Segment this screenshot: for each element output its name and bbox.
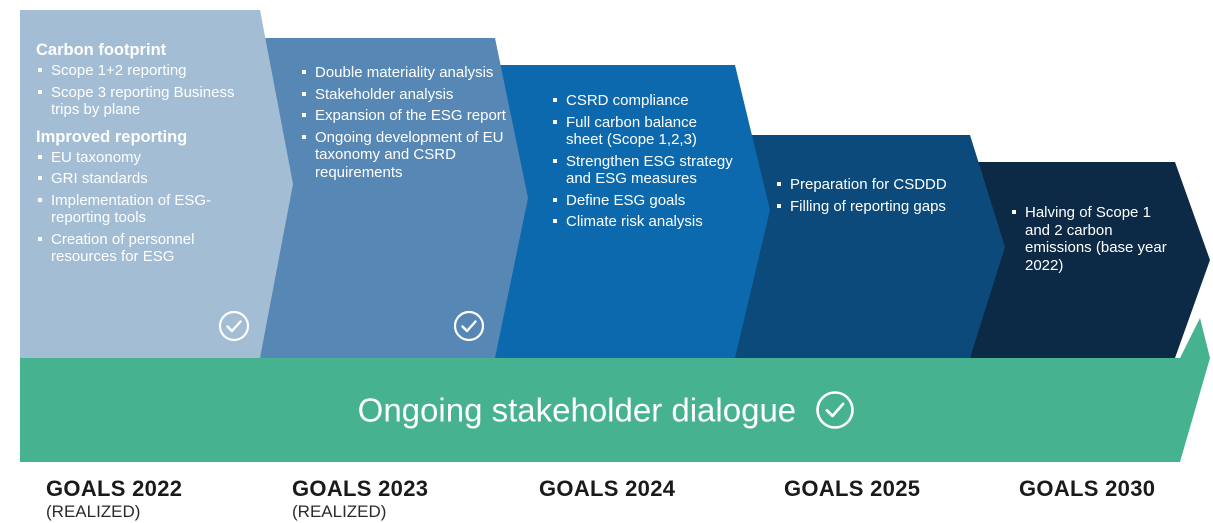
bullet-list: Double materiality analysis Stakeholder …	[300, 64, 515, 181]
bullet-list: EU taxonomy GRI standards Implementation…	[36, 149, 251, 266]
stage-2030-shape	[960, 162, 1210, 358]
goal-title: GOALS 2022	[46, 476, 183, 501]
goal-label-2025: GOALS 2025	[784, 477, 920, 501]
stage-2024-shape	[490, 65, 770, 358]
bullet-list: Halving of Scope 1 and 2 carbon emission…	[1010, 204, 1180, 274]
list-item: Strengthen ESG strategy and ESG measures	[551, 153, 736, 188]
goal-label-2030: GOALS 2030	[1019, 477, 1155, 501]
goal-label-2022: GOALS 2022 (REALIZED)	[46, 477, 182, 523]
list-item: EU taxonomy	[36, 149, 251, 167]
dialogue-label: Ongoing stakeholder dialogue	[357, 391, 797, 429]
section-heading-carbon-footprint: Carbon footprint	[36, 41, 167, 59]
dialogue-band	[20, 318, 1210, 462]
list-item: Ongoing development of EU taxonomy and C…	[300, 129, 515, 182]
stage-2022-panel: Carbon footprint Scope 1+2 reporting Sco…	[36, 40, 251, 270]
goal-title: GOALS 2023	[292, 476, 429, 501]
goal-title: GOALS 2024	[539, 476, 676, 501]
goal-label-2023: GOALS 2023 (REALIZED)	[292, 477, 428, 523]
list-item: Define ESG goals	[551, 192, 736, 210]
stage-2023-panel: Double materiality analysis Stakeholder …	[300, 64, 515, 185]
list-item: Filling of reporting gaps	[775, 198, 965, 216]
stage-2025-shape	[725, 135, 1005, 358]
list-item: Creation of personnel resources for ESG	[36, 231, 251, 266]
goal-title: GOALS 2030	[1019, 476, 1156, 501]
stage-2030-panel: Halving of Scope 1 and 2 carbon emission…	[1010, 204, 1180, 278]
stage-2022-shape	[20, 10, 293, 358]
stage-2024-panel: CSRD compliance Full carbon balance shee…	[551, 92, 736, 235]
list-item: Double materiality analysis	[300, 64, 515, 82]
list-item: Preparation for CSDDD	[775, 176, 965, 194]
list-item: Expansion of the ESG report	[300, 107, 515, 125]
check-circle-icon	[218, 310, 250, 342]
list-item: Halving of Scope 1 and 2 carbon emission…	[1010, 204, 1180, 274]
list-item: CSRD compliance	[551, 92, 736, 110]
dialogue-banner: Ongoing stakeholder dialogue	[0, 386, 1213, 432]
check-circle-icon	[816, 391, 855, 430]
list-item: Full carbon balance sheet (Scope 1,2,3)	[551, 114, 736, 149]
list-item: Scope 3 reporting Business trips by plan…	[36, 84, 251, 119]
goal-title: GOALS 2025	[784, 476, 921, 501]
bullet-list: CSRD compliance Full carbon balance shee…	[551, 92, 736, 231]
list-item: Climate risk analysis	[551, 213, 736, 231]
bullet-list: Scope 1+2 reporting Scope 3 reporting Bu…	[36, 62, 251, 119]
list-item: Scope 1+2 reporting	[36, 62, 251, 80]
list-item: GRI standards	[36, 170, 251, 188]
goal-label-2024: GOALS 2024	[539, 477, 675, 501]
stage-2025-panel: Preparation for CSDDD Filling of reporti…	[775, 176, 965, 219]
stage-2023-shape	[255, 38, 528, 358]
list-item: Implementation of ESG-reporting tools	[36, 192, 251, 227]
section-heading-improved-reporting: Improved reporting	[36, 127, 188, 146]
bullet-list: Preparation for CSDDD Filling of reporti…	[775, 176, 965, 215]
goal-status: (REALIZED)	[46, 502, 141, 521]
list-item: Stakeholder analysis	[300, 86, 515, 104]
check-circle-icon	[453, 310, 485, 342]
goal-status: (REALIZED)	[292, 502, 387, 521]
